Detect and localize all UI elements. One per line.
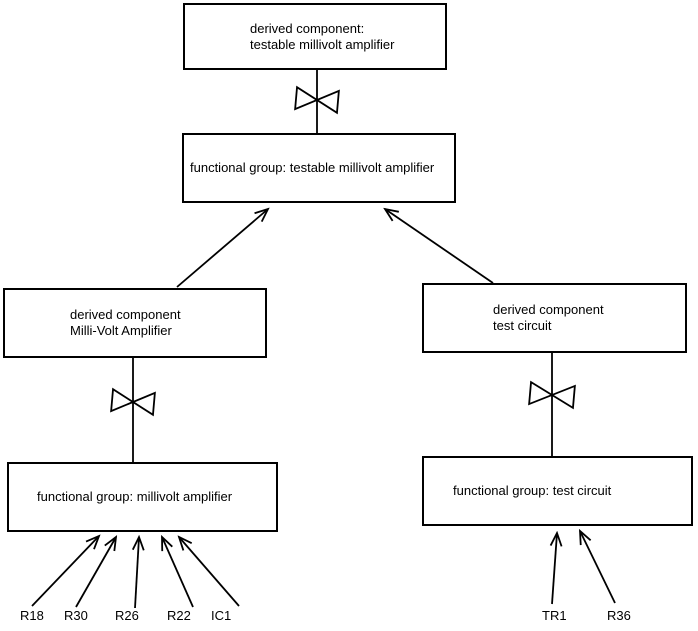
bowtie-icon (528, 380, 576, 410)
arrow-millivolt-to-testable (176, 209, 268, 288)
arrow-test-to-testable (385, 209, 494, 284)
bowtie-symbols (110, 85, 576, 417)
box-functional-test-circuit: functional group: test circuit (422, 456, 693, 526)
box-label: functional group: test circuit (453, 483, 612, 498)
box-label-line2: test circuit (493, 318, 552, 333)
box-label-line1: derived component (493, 302, 604, 317)
bowtie-icon (110, 387, 156, 417)
arrow-r36 (580, 531, 616, 604)
component-label-r22: R22 (167, 608, 191, 623)
arrow-ic1 (179, 537, 240, 607)
arrow-tr1 (552, 533, 557, 605)
box-label-line1: derived component (70, 307, 181, 322)
bowtie-icon (294, 85, 340, 115)
arrow-r26 (135, 537, 139, 609)
component-label-ic1: IC1 (211, 608, 232, 623)
arrow-r18 (31, 536, 99, 607)
decomposition-connectors (132, 70, 553, 462)
box-functional-testable-amplifier: functional group: testable millivolt amp… (182, 133, 456, 203)
component-arrows-left (31, 536, 240, 609)
component-arrows-right (552, 531, 616, 605)
box-functional-millivolt-amplifier: functional group: millivolt amplifier (7, 462, 278, 532)
box-label-line2: testable millivolt amplifier (250, 36, 395, 52)
box-derived-millivolt-amplifier: derived component Milli-Volt Amplifier (3, 288, 267, 358)
component-label-r36: R36 (607, 608, 631, 623)
box-label: functional group: millivolt amplifier (37, 489, 233, 504)
box-label-line1: derived component: (250, 20, 365, 36)
group-membership-arrows (176, 209, 494, 288)
box-label: functional group: testable millivolt amp… (190, 160, 435, 175)
component-label-tr1: TR1 (542, 608, 567, 623)
component-label-r26: R26 (115, 608, 139, 623)
box-derived-test-circuit: derived component test circuit (422, 283, 687, 353)
component-label-r30: R30 (64, 608, 88, 623)
box-label-line2: Milli-Volt Amplifier (70, 323, 172, 338)
arrow-r30 (75, 537, 116, 608)
arrow-r22 (162, 537, 194, 608)
component-label-r18: R18 (20, 608, 44, 623)
box-derived-testable-amplifier: derived component: testable millivolt am… (183, 3, 447, 70)
